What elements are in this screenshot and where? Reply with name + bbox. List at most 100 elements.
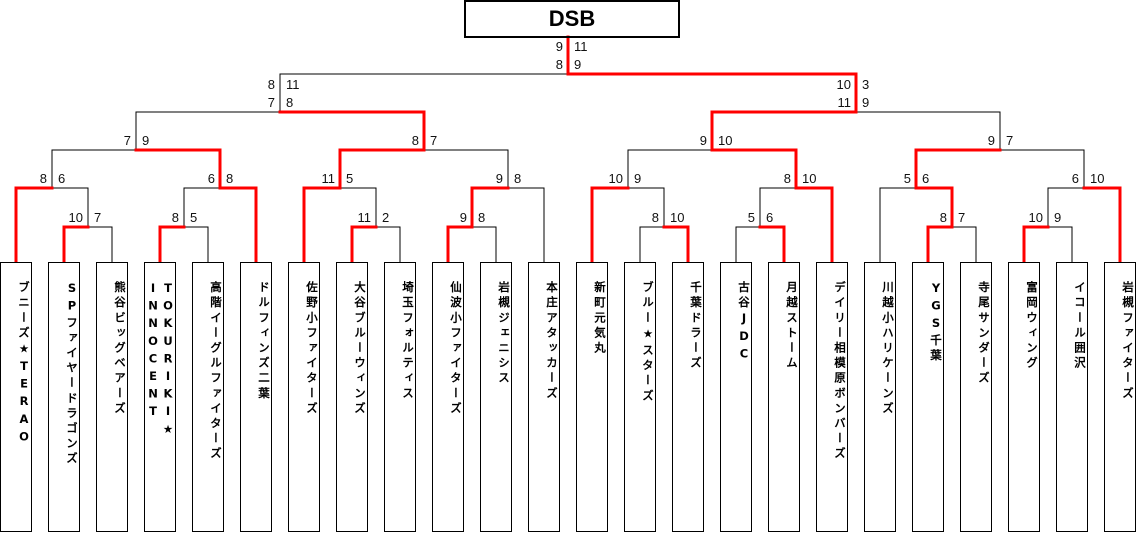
team-box: 富岡ウィング: [1008, 262, 1040, 532]
score-left: 9: [555, 39, 563, 54]
team-box: 高階イーグルファイターズ: [192, 262, 224, 532]
score-right: 7: [430, 133, 438, 148]
score-right: 10: [802, 171, 817, 186]
score-left: 8: [411, 133, 419, 148]
team-box: ブルー★スターズ: [624, 262, 656, 532]
team-box: SPファイヤードラゴンズ: [48, 262, 80, 532]
score-right: 8: [286, 95, 294, 110]
team-box: 千葉ドラーズ: [672, 262, 704, 532]
team-box: ドルフィンズ二葉: [240, 262, 272, 532]
score-right: 8: [514, 171, 522, 186]
team-name: 川越小ハリケーンズ: [881, 281, 895, 417]
team-box: 本庄アタッカーズ: [528, 262, 560, 532]
score-right: 7: [94, 210, 102, 225]
score-right: 5: [346, 171, 354, 186]
team-name: ブニーズ★TERAO: [17, 281, 31, 447]
score-left: 7: [123, 133, 131, 148]
team-name: TOKURIKI★ INNOCENT: [146, 281, 175, 440]
score-right: 7: [958, 210, 966, 225]
score-left: 8: [651, 210, 659, 225]
score-left: 6: [207, 171, 215, 186]
score-right: 7: [1006, 133, 1014, 148]
team-name: SPファイヤードラゴンズ: [65, 281, 79, 468]
score-left: 11: [321, 171, 336, 186]
team-name: 岩槻ジェニシス: [497, 281, 511, 387]
team-box: 大谷ブルーウィンズ: [336, 262, 368, 532]
team-name: 月越ストーム: [785, 281, 799, 372]
team-name: 高階イーグルファイターズ: [209, 281, 223, 463]
team-name: 埼玉フォルティス: [401, 281, 415, 402]
score-right: 6: [922, 171, 930, 186]
score-left: 8: [171, 210, 179, 225]
score-left: 10: [608, 171, 623, 186]
team-box: 佐野小ファイターズ: [288, 262, 320, 532]
team-box: 川越小ハリケーンズ: [864, 262, 896, 532]
team-box: 古谷JDC: [720, 262, 752, 532]
score-right: 10: [670, 210, 685, 225]
score-left: 9: [699, 133, 707, 148]
score-left: 10: [836, 77, 851, 92]
team-name: 本庄アタッカーズ: [545, 281, 559, 402]
score-left: 5: [903, 171, 911, 186]
score-right: 10: [718, 133, 733, 148]
score-right: 8: [226, 171, 234, 186]
team-box: 寺尾サンダーズ: [960, 262, 992, 532]
score-right: 11: [574, 39, 588, 54]
score-right: 9: [634, 171, 642, 186]
score-left: 6: [1071, 171, 1079, 186]
score-left: 11: [837, 95, 852, 110]
score-right: 3: [862, 77, 870, 92]
score-right: 6: [766, 210, 774, 225]
score-right: 9: [862, 95, 870, 110]
team-name: 岩槻ファイターズ: [1121, 281, 1135, 402]
team-name: ドルフィンズ二葉: [257, 281, 271, 402]
team-name: 熊谷ビッグベアーズ: [113, 281, 127, 417]
score-left: 8: [555, 57, 563, 72]
team-name: 寺尾サンダーズ: [977, 281, 991, 387]
team-name: 千葉ドラーズ: [689, 281, 703, 372]
team-box: デイリー相模原ボンバーズ: [816, 262, 848, 532]
score-right: 11: [286, 77, 300, 92]
team-name: 古谷JDC: [737, 281, 751, 364]
team-box: ブニーズ★TERAO: [0, 262, 32, 532]
team-box: 熊谷ビッグベアーズ: [96, 262, 128, 532]
team-name: イコール囲沢: [1073, 281, 1087, 372]
team-box: 仙波小ファイターズ: [432, 262, 464, 532]
score-right: 8: [478, 210, 486, 225]
team-box: 岩槻ジェニシス: [480, 262, 512, 532]
score-right: 5: [190, 210, 198, 225]
team-name: 新町元気丸: [593, 281, 607, 357]
score-left: 10: [68, 210, 83, 225]
team-name: 佐野小ファイターズ: [305, 281, 319, 417]
team-box: YGS千葉: [912, 262, 944, 532]
team-name: 富岡ウィング: [1025, 281, 1039, 372]
team-name: デイリー相模原ボンバーズ: [833, 281, 847, 463]
score-left: 10: [1028, 210, 1043, 225]
team-box: 新町元気丸: [576, 262, 608, 532]
score-left: 8: [267, 77, 275, 92]
score-right: 9: [574, 57, 582, 72]
team-name: YGS千葉: [929, 281, 943, 364]
score-left: 9: [459, 210, 467, 225]
team-box: 岩槻ファイターズ: [1104, 262, 1136, 532]
score-left: 8: [39, 171, 47, 186]
score-right: 9: [1054, 210, 1062, 225]
score-left: 8: [939, 210, 947, 225]
score-right: 9: [142, 133, 150, 148]
team-name: 大谷ブルーウィンズ: [353, 281, 367, 417]
score-left: 9: [495, 171, 503, 186]
team-name: ブルー★スターズ: [641, 281, 655, 405]
score-left: 9: [987, 133, 995, 148]
team-box: TOKURIKI★ INNOCENT: [144, 262, 176, 532]
score-right: 6: [58, 171, 66, 186]
championship-title: DSB: [464, 0, 680, 38]
score-left: 5: [747, 210, 755, 225]
team-box: イコール囲沢: [1056, 262, 1088, 532]
score-left: 11: [357, 210, 372, 225]
score-left: 8: [783, 171, 791, 186]
score-left: 7: [267, 95, 275, 110]
score-right: 10: [1090, 171, 1105, 186]
team-name: 仙波小ファイターズ: [449, 281, 463, 417]
